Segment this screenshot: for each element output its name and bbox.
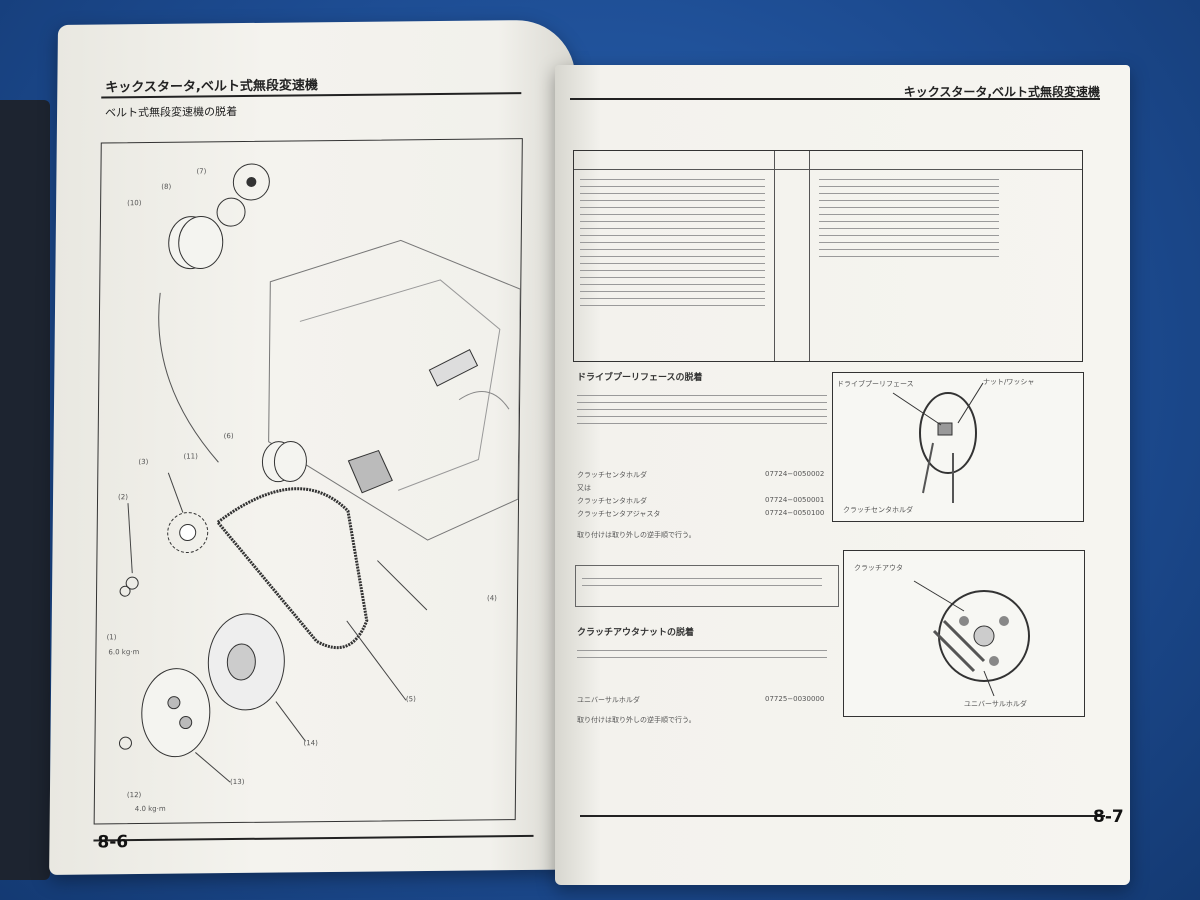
tool-1-name: クラッチセンタホルダ [577, 471, 647, 479]
right-page-number: 8-7 [1093, 807, 1124, 827]
figure-drive-pulley: ドライブプーリフェース ナット/ワッシャ クラッチセンタホルダ [832, 372, 1084, 522]
parts-table [573, 150, 1083, 362]
tool-3-code: 07724−0050100 [765, 509, 825, 517]
fig2-label-outer: クラッチアウタ [854, 564, 903, 572]
install-note-2: 取り付けは取り外しの逆手順で行う。 [577, 716, 696, 724]
callout-2: (2) [118, 493, 129, 502]
install-note-1: 取り付けは取り外しの逆手順で行う。 [577, 531, 696, 539]
callout-1: (1) [106, 633, 117, 642]
left-page-number: 8-6 [97, 832, 129, 853]
tool-or: 又は [577, 484, 591, 492]
callout-4: (4) [486, 594, 497, 603]
left-section-title: ベルト式無段変速機の脱着 [105, 105, 238, 120]
figure-clutch-outer: クラッチアウタ ユニバーサルホルダ [843, 550, 1085, 717]
tool-3-name: クラッチセンタアジャスタ [577, 510, 661, 518]
tool-4-name: ユニバーサルホルダ [577, 696, 640, 704]
torque-1: 6.0 kg·m [108, 648, 140, 657]
callout-3: (3) [138, 457, 149, 467]
fig1-label-nut: ナット/ワッシャ [983, 378, 1035, 386]
fig1-label-face: ドライブプーリフェース [837, 380, 914, 388]
left-header-title: キックスタータ,ベルト式無段変速機 [105, 78, 319, 96]
drive-pulley-title: ドライブプーリフェースの脱着 [577, 373, 703, 383]
exploded-diagram-frame: (10) (8) (7) (6) (11) (3) (2) (4) (5) (1… [93, 138, 523, 825]
fig2-label-holder: ユニバーサルホルダ [964, 700, 1027, 708]
callout-8: (8) [161, 182, 172, 191]
callout-5: (5) [405, 695, 416, 704]
fig1-label-holder: クラッチセンタホルダ [843, 506, 913, 514]
callout-10: (10) [127, 199, 142, 208]
callout-11: (11) [183, 452, 198, 461]
callout-13: (13) [230, 777, 245, 787]
torque-2: 4.0 kg·m [134, 804, 166, 814]
callout-14: (14) [303, 739, 318, 748]
callout-6: (6) [223, 432, 234, 441]
right-header-rule [570, 98, 1100, 100]
callout-7: (7) [196, 167, 207, 176]
caution-box [575, 565, 839, 607]
tool-1-code: 07724−0050002 [765, 470, 825, 478]
tool-2-name: クラッチセンタホルダ [577, 497, 647, 505]
tool-4-code: 07725−0030000 [765, 695, 825, 703]
right-page: キックスタータ,ベルト式無段変速機 ドライブプーリフェースの脱着 クラッチセンタ… [555, 65, 1130, 885]
right-header-title: キックスタータ,ベルト式無段変速機 [903, 85, 1100, 99]
tool-2-code: 07724−0050001 [765, 496, 825, 504]
dark-book-edge [0, 100, 50, 880]
left-page: キックスタータ,ベルト式無段変速機 ベルト式無段変速機の脱着 [49, 19, 577, 875]
exploded-diagram [118, 163, 521, 783]
clutch-outer-title: クラッチアウタナットの脱着 [577, 628, 695, 638]
callout-12: (12) [126, 791, 142, 800]
right-footer-rule [580, 815, 1105, 817]
left-footer-rule [93, 834, 534, 842]
